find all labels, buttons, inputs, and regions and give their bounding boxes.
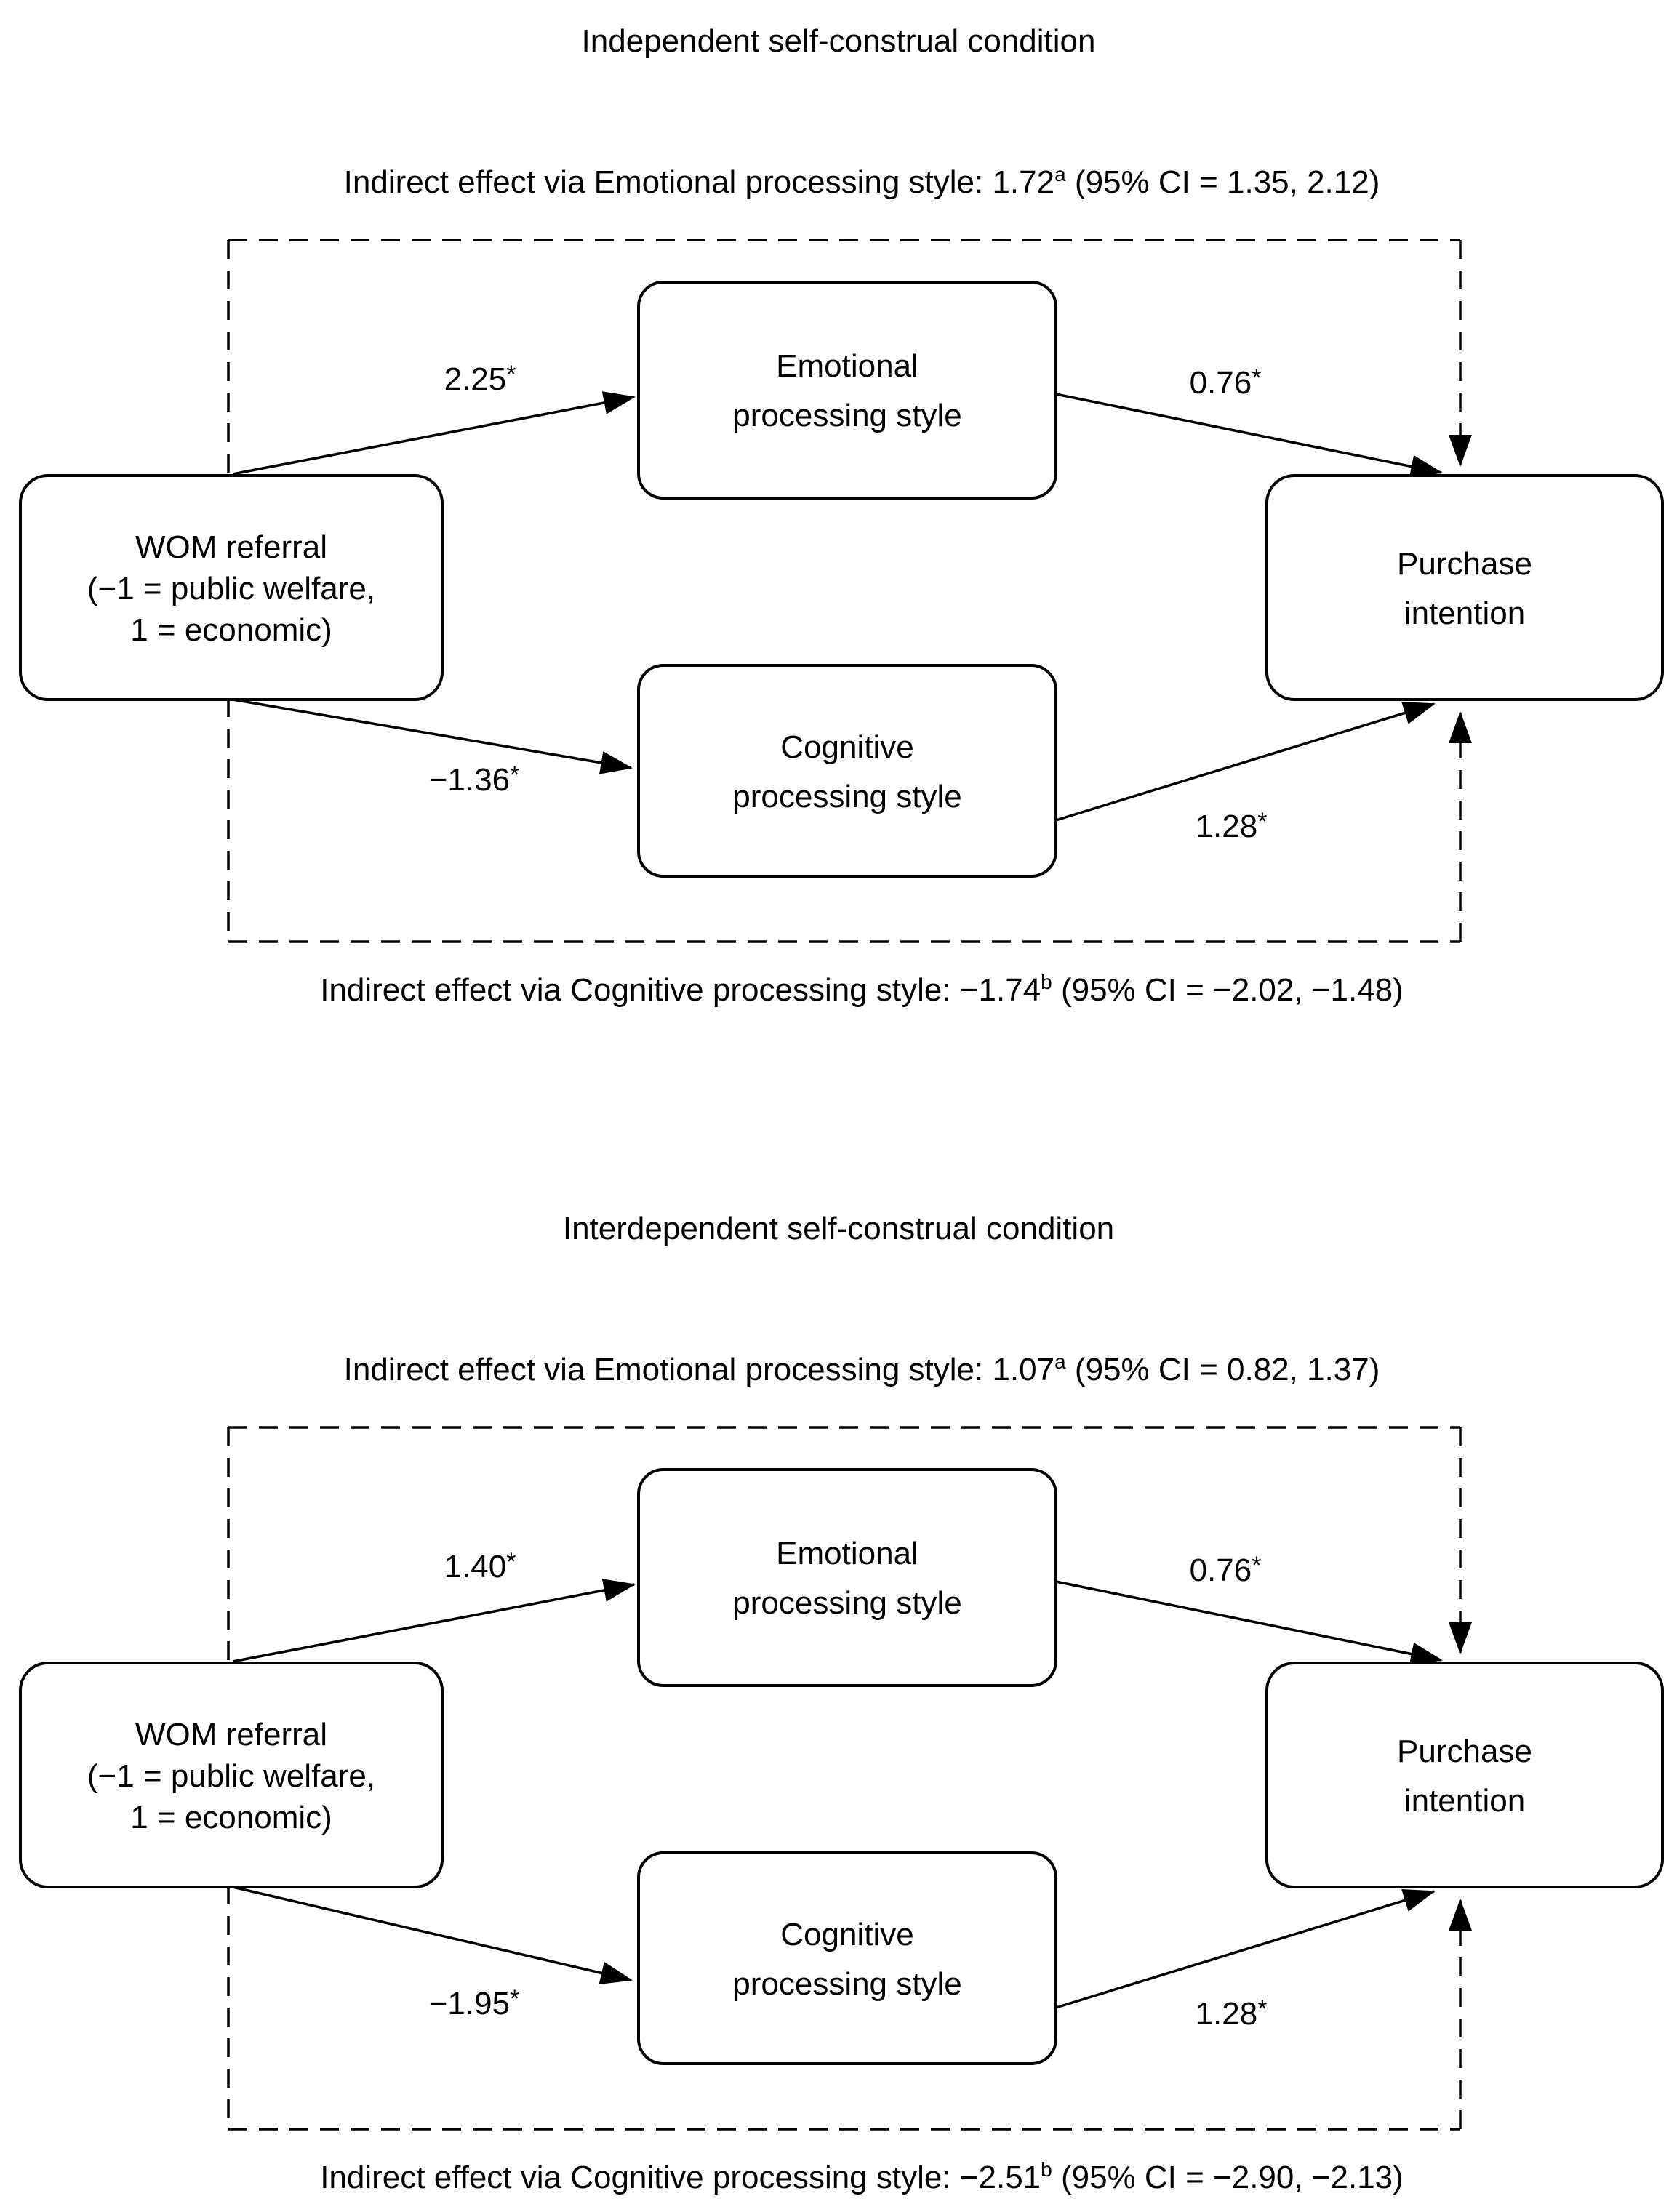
significance-asterisk: *	[510, 761, 519, 789]
wom-box-label: 1 = economic)	[130, 612, 332, 648]
emotional-box-label: Emotional	[776, 348, 918, 384]
coefficient-value: 0.76	[1190, 1552, 1252, 1588]
purchase-box-label: intention	[1404, 596, 1525, 631]
purchase-box-label: Purchase	[1397, 1734, 1532, 1769]
coefficient-value: −1.95	[429, 1986, 510, 2021]
caption-text: (95% CI = 1.35, 2.12)	[1066, 164, 1380, 200]
significance-asterisk: *	[1257, 808, 1267, 835]
indirect-effect-emotional-caption: Indirect effect via Emotional processing…	[344, 163, 1380, 200]
purchase-intention-box	[1265, 1662, 1664, 1888]
coefficient-label-cognitive-purchase: 1.28*	[1196, 808, 1268, 844]
coefficient-label-emotional-purchase: 0.76*	[1190, 1552, 1262, 1588]
wom-referral-box	[19, 1662, 444, 1888]
coefficient-value: 1.28	[1196, 809, 1258, 844]
path-emotional-to-purchase	[1055, 1580, 1443, 1666]
wom-box-label: (−1 = public welfare,	[87, 571, 375, 606]
cognitive-box-label: processing style	[732, 779, 961, 814]
path-emotional-to-purchase	[1055, 393, 1443, 478]
panel-interdependent: Interdependent self-construal condition …	[19, 1211, 1664, 2195]
cognitive-box-label: processing style	[732, 1966, 961, 2002]
wom-box-label: WOM referral	[135, 1717, 327, 1752]
coefficient-value: 1.28	[1196, 1996, 1258, 2032]
path-wom-to-emotional	[232, 391, 636, 476]
indirect-effect-cognitive-caption: Indirect effect via Cognitive processing…	[320, 971, 1404, 1008]
wom-box-label: WOM referral	[135, 529, 327, 565]
emotional-box-label: processing style	[732, 1585, 961, 1621]
caption-text: Indirect effect via Cognitive processing…	[320, 2160, 1041, 2195]
coefficient-label-wom-emotional: 1.40*	[444, 1548, 516, 1584]
panel-title: Interdependent self-construal condition	[563, 1211, 1114, 1246]
path-wom-to-cognitive	[232, 698, 633, 774]
caption-superscript: a	[1054, 1350, 1066, 1373]
significance-asterisk: *	[510, 1985, 519, 2013]
panel-independent: Independent self-construal condition Ind…	[19, 23, 1664, 1008]
significance-asterisk: *	[1257, 1995, 1267, 2023]
path-cognitive-to-purchase	[1055, 702, 1436, 822]
cognitive-box-label: Cognitive	[780, 1917, 913, 1952]
purchase-intention-box	[1265, 474, 1664, 701]
indirect-effect-emotional-caption: Indirect effect via Emotional processing…	[344, 1350, 1380, 1387]
coefficient-label-wom-cognitive: −1.95*	[429, 1985, 520, 2021]
coefficient-value: −1.36	[429, 762, 510, 798]
coefficient-label-cognitive-purchase: 1.28*	[1196, 1995, 1268, 2032]
caption-text: (95% CI = −2.90, −2.13)	[1052, 2160, 1404, 2195]
path-cognitive-to-purchase	[1055, 1889, 1436, 2009]
purchase-box-label: intention	[1404, 1783, 1525, 1819]
emotional-box-label: processing style	[732, 398, 961, 433]
coefficient-label-emotional-purchase: 0.76*	[1190, 364, 1262, 401]
wom-box-label: 1 = economic)	[130, 1800, 332, 1835]
coefficient-value: 2.25	[444, 361, 507, 397]
significance-asterisk: *	[1252, 364, 1261, 392]
coefficient-value: 1.40	[444, 1549, 507, 1584]
emotional-processing-box	[637, 1468, 1057, 1687]
caption-text: (95% CI = −2.02, −1.48)	[1052, 972, 1404, 1008]
path-wom-to-emotional	[232, 1579, 636, 1663]
caption-superscript: b	[1041, 2158, 1052, 2181]
significance-asterisk: *	[506, 361, 516, 388]
caption-text: Indirect effect via Emotional processing…	[344, 1352, 1054, 1387]
purchase-box-label: Purchase	[1397, 546, 1532, 582]
coefficient-value: 0.76	[1190, 365, 1252, 401]
wom-box-label: (−1 = public welfare,	[87, 1758, 375, 1794]
caption-superscript: a	[1054, 163, 1066, 185]
indirect-effect-cognitive-caption: Indirect effect via Cognitive processing…	[320, 2158, 1404, 2195]
coefficient-label-wom-cognitive: −1.36*	[429, 761, 520, 798]
cognitive-processing-box	[637, 664, 1057, 878]
significance-asterisk: *	[506, 1548, 516, 1576]
significance-asterisk: *	[1252, 1552, 1261, 1579]
cognitive-box-label: Cognitive	[780, 729, 913, 765]
path-wom-to-cognitive	[232, 1886, 633, 1985]
panel-title: Independent self-construal condition	[582, 23, 1096, 59]
emotional-processing-box	[637, 281, 1057, 500]
caption-text: (95% CI = 0.82, 1.37)	[1066, 1352, 1380, 1387]
coefficient-label-wom-emotional: 2.25*	[444, 361, 516, 397]
caption-text: Indirect effect via Emotional processing…	[344, 164, 1054, 200]
emotional-box-label: Emotional	[776, 1536, 918, 1571]
cognitive-processing-box	[637, 1851, 1057, 2065]
wom-referral-box	[19, 474, 444, 701]
caption-superscript: b	[1041, 971, 1052, 993]
caption-text: Indirect effect via Cognitive processing…	[320, 972, 1041, 1008]
